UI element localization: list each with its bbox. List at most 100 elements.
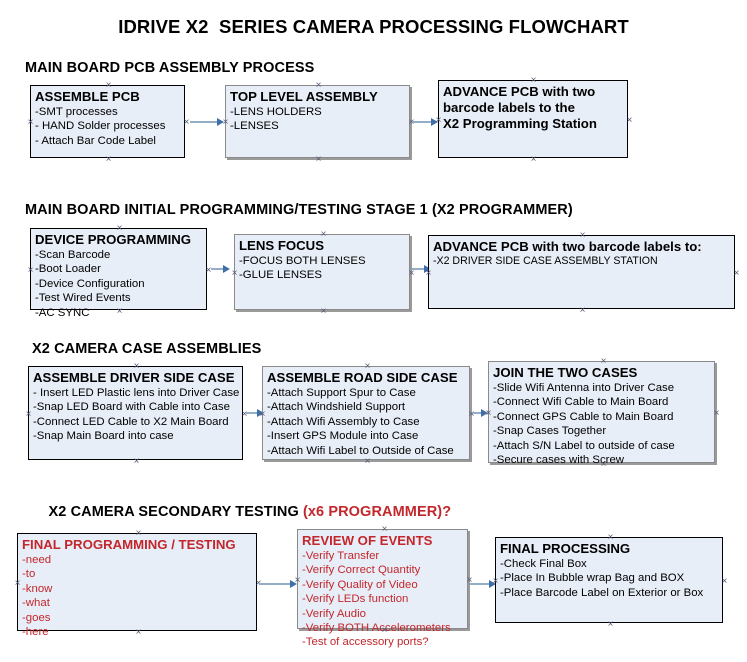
list-item: -Place Barcode Label on Exterior or Box [500, 586, 704, 599]
list-item: -Scan Barcode [35, 249, 111, 261]
box-body: ADVANCE PCB with two barcode labels to t… [439, 81, 627, 131]
arrowhead-icon [217, 117, 224, 126]
anchor-handle-bottom [606, 620, 615, 629]
box-final-processing[interactable]: FINAL PROCESSING -Check Final Box -Place… [495, 537, 723, 623]
box-body: FINAL PROCESSING -Check Final Box -Place… [496, 538, 722, 600]
section-title-x2-camera-case-assemblies: X2 CAMERA CASE ASSEMBLIES [32, 341, 262, 357]
list-item: -LENS HOLDERS [230, 106, 322, 118]
box-heading-line3: X2 Programming Station [443, 116, 597, 131]
arrowhead-icon [481, 408, 488, 417]
connector-arrow [190, 121, 219, 123]
box-item-list: -LENS HOLDERS -LENSES [230, 105, 405, 134]
anchor-handle-bottom [314, 155, 323, 164]
anchor-handle-right [732, 269, 741, 278]
list-item: -Boot Loader [35, 263, 101, 276]
section-title-main-board-initial-programming: MAIN BOARD INITIAL PROGRAMMING/TESTING S… [25, 202, 573, 218]
anchor-handle-bottom [529, 155, 538, 164]
list-item: -goes [22, 611, 51, 624]
list-item: -Snap LED Board with Cable into Case [33, 401, 230, 414]
box-item-list: - Insert LED Plastic lens into Driver Ca… [33, 386, 240, 444]
list-item: -Attach Support Spur to Case [267, 387, 416, 399]
list-item: -Attach Wifi Label to Outside of Case [267, 444, 454, 457]
connector-arrow [472, 412, 483, 414]
list-item: -Insert GPS Module into Case [267, 430, 419, 443]
arrowhead-icon [223, 264, 230, 273]
list-item: -Attach Windshield Support [267, 401, 406, 414]
box-heading: LENS FOCUS [239, 238, 324, 253]
anchor-handle-bottom [132, 457, 141, 466]
connector-arrow [412, 268, 426, 270]
box-heading: ADVANCE PCB with two [443, 84, 596, 99]
box-advance-pcb-programming-station[interactable]: ADVANCE PCB with two barcode labels to t… [438, 80, 628, 158]
box-review-of-events[interactable]: REVIEW OF EVENTS -Verify Transfer -Verif… [297, 529, 468, 648]
list-item: - Attach Bar Code Label [35, 134, 156, 147]
list-item: - HAND Solder processes [35, 120, 166, 133]
list-item: - Insert LED Plastic lens into Driver Ca… [33, 387, 240, 399]
anchor-handle-bottom [363, 457, 372, 466]
list-item: -AC SYNC [35, 306, 90, 319]
box-top-level-assembly[interactable]: TOP LEVEL ASSEMBLY -LENS HOLDERS -LENSES [225, 85, 410, 158]
box-heading: TOP LEVEL ASSEMBLY [230, 89, 378, 104]
box-body: JOIN THE TWO CASES -Slide Wifi Antenna i… [489, 362, 714, 467]
list-item: -Secure cases with Screw [493, 454, 625, 467]
arrowhead-icon [290, 579, 297, 588]
list-item: -Check Final Box [500, 558, 587, 570]
list-item: -FOCUS BOTH LENSES [239, 255, 366, 267]
box-advance-pcb-driver-side-case[interactable]: ADVANCE PCB with two barcode labels to: … [428, 235, 735, 309]
box-heading: FINAL PROGRAMMING / TESTING [22, 537, 236, 552]
list-item: -Verify Transfer [302, 550, 380, 562]
list-item: -Verify Quality of Video [302, 578, 418, 591]
list-item: -Verify Audio [302, 607, 366, 620]
box-heading: FINAL PROCESSING [500, 541, 631, 556]
box-device-programming[interactable]: DEVICE PROGRAMMING -Scan Barcode -Boot L… [30, 228, 207, 319]
box-item-list: -need -to -know -what -goes -here [22, 553, 252, 639]
box-heading: ASSEMBLE PCB [35, 89, 140, 104]
box-body: TOP LEVEL ASSEMBLY -LENS HOLDERS -LENSES [226, 86, 409, 134]
connector-arrow [412, 121, 434, 123]
list-item: -Device Configuration [35, 277, 145, 290]
list-item: -know [22, 582, 53, 595]
list-item: -SMT processes [35, 106, 118, 118]
box-assemble-pcb[interactable]: ASSEMBLE PCB -SMT processes - HAND Solde… [30, 85, 185, 158]
list-item: -Test Wired Events [35, 292, 131, 305]
box-assemble-driver-side-case[interactable]: ASSEMBLE DRIVER SIDE CASE - Insert LED P… [28, 366, 243, 460]
list-item: -Verify BOTH Accelerometers [302, 622, 451, 635]
connector-arrow [259, 583, 292, 585]
arrowhead-icon [424, 264, 431, 273]
list-item: -Snap Cases Together [493, 425, 607, 438]
list-item-overflow: -Test of accessory ports? [302, 636, 429, 649]
box-heading: JOIN THE TWO CASES [493, 365, 638, 380]
box-body: DEVICE PROGRAMMING -Scan Barcode -Boot L… [31, 229, 206, 320]
box-item-list: -Check Final Box -Place In Bubble wrap B… [500, 557, 718, 600]
box-heading: ASSEMBLE DRIVER SIDE CASE [33, 370, 235, 385]
list-item: -Verify LEDs function [302, 593, 409, 606]
list-item: -X2 DRIVER SIDE CASE ASSEMBLY STATION [433, 255, 658, 267]
section-title-main-board-pcb-assembly: MAIN BOARD PCB ASSEMBLY PROCESS [25, 60, 315, 76]
list-item: -GLUE LENSES [239, 269, 322, 282]
box-final-programming-testing[interactable]: FINAL PROGRAMMING / TESTING -need -to -k… [17, 533, 257, 638]
list-item: -Attach Wifi Assembly to Case [267, 415, 420, 428]
anchor-handle-bottom [104, 155, 113, 164]
box-body: ASSEMBLE PCB -SMT processes - HAND Solde… [31, 86, 184, 148]
box-item-list: -X2 DRIVER SIDE CASE ASSEMBLY STATION [433, 255, 730, 268]
section-title-x2-camera-secondary-testing: X2 CAMERA SECONDARY TESTING (x6 PROGRAMM… [32, 488, 452, 536]
list-item: -Connect GPS Cable to Main Board [493, 410, 674, 423]
box-heading: DEVICE PROGRAMMING [35, 232, 192, 247]
page-title: IDRIVE X2 SERIES CAMERA PROCESSING FLOWC… [118, 16, 629, 37]
box-lens-focus[interactable]: LENS FOCUS -FOCUS BOTH LENSES -GLUE LENS… [234, 234, 410, 310]
list-item: -to [22, 568, 36, 581]
connector-arrow [211, 268, 225, 270]
section-title-text: X2 CAMERA SECONDARY TESTING [48, 504, 303, 520]
list-item: -Connect Wifi Cable to Main Board [493, 396, 669, 409]
box-heading: REVIEW OF EVENTS [302, 533, 433, 548]
connector-arrow [470, 583, 492, 585]
box-body: LENS FOCUS -FOCUS BOTH LENSES -GLUE LENS… [235, 235, 409, 283]
box-item-list: -Attach Support Spur to Case -Attach Win… [267, 386, 465, 458]
list-item: -need [22, 554, 52, 566]
box-item-list: -Slide Wifi Antenna into Driver Case -Co… [493, 381, 710, 467]
anchor-handle-bottom [578, 306, 587, 315]
box-join-the-two-cases[interactable]: JOIN THE TWO CASES -Slide Wifi Antenna i… [488, 361, 715, 466]
box-assemble-road-side-case[interactable]: ASSEMBLE ROAD SIDE CASE -Attach Support … [262, 366, 470, 460]
list-item: -Slide Wifi Antenna into Driver Case [493, 382, 675, 394]
